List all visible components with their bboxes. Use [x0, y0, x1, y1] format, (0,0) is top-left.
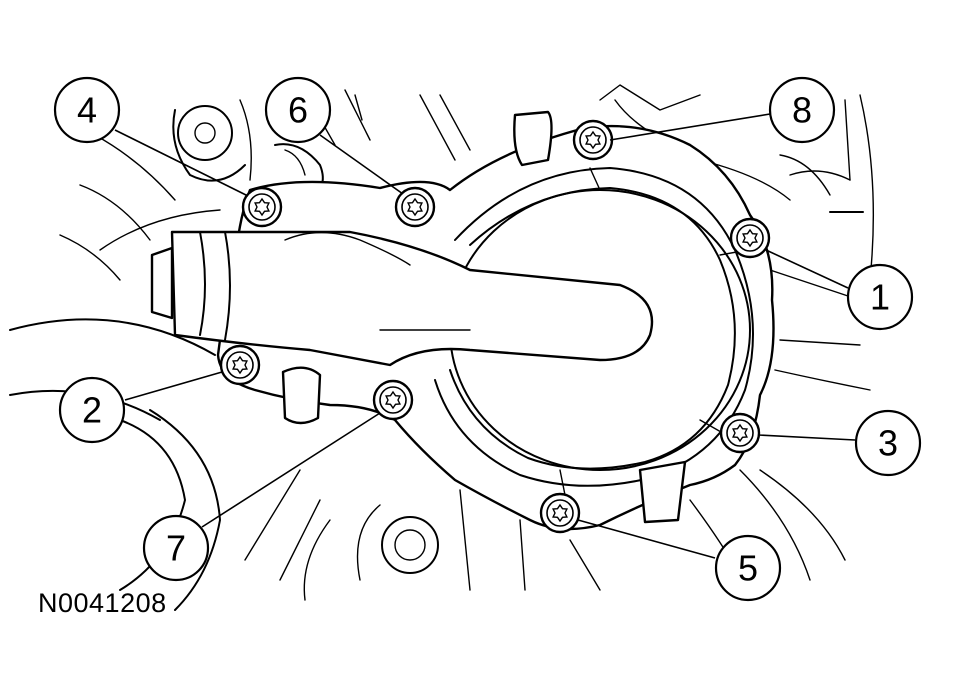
torx-recess-icon	[407, 197, 423, 217]
callout-circle	[854, 409, 922, 477]
callout-circle	[53, 76, 121, 144]
torx-recess-icon	[732, 423, 748, 443]
leader-line-8	[609, 113, 771, 141]
callout-8: 8	[768, 76, 836, 144]
bolt-6	[394, 186, 436, 228]
leader-line-2	[124, 371, 223, 401]
callout-1: 1	[846, 263, 914, 331]
callout-5: 5	[714, 534, 782, 602]
callout-circle	[714, 534, 782, 602]
leader-line-4	[114, 129, 249, 197]
bolt-group	[219, 119, 771, 534]
callout-4: 4	[53, 76, 121, 144]
bolt-5	[539, 492, 581, 534]
leader-line-1	[765, 249, 849, 289]
callout-circle	[768, 76, 836, 144]
callout-number: 1	[870, 277, 890, 318]
water-pump-housing	[150, 110, 775, 531]
callout-3: 3	[854, 409, 922, 477]
torx-recess-icon	[742, 228, 758, 248]
leader-line-6	[319, 134, 404, 195]
torx-recess-icon	[254, 197, 270, 217]
callout-number: 7	[166, 528, 186, 569]
callout-group: 1 2 3 4 5 6 7 8	[53, 76, 922, 602]
callout-2: 2	[58, 376, 126, 444]
leader-line-3	[757, 434, 856, 441]
callout-6: 6	[264, 76, 332, 144]
leader-line-5	[577, 519, 716, 559]
callout-circle	[142, 514, 210, 582]
leader-line-group	[114, 113, 856, 559]
callout-circle	[264, 76, 332, 144]
bolt-7	[372, 379, 414, 421]
leader-line-7	[201, 412, 381, 528]
bolt-4	[241, 186, 283, 228]
callout-number: 5	[738, 548, 758, 589]
bolt-3	[719, 412, 761, 454]
callout-number: 2	[82, 390, 102, 431]
callout-circle	[846, 263, 914, 331]
callout-number: 6	[288, 90, 308, 131]
torx-recess-icon	[585, 130, 601, 150]
bolt-1	[729, 217, 771, 259]
figure-id-label: N0041208	[38, 588, 167, 618]
bolt-8	[572, 119, 614, 161]
callout-number: 4	[77, 90, 97, 131]
callout-number: 8	[792, 90, 812, 131]
torx-recess-icon	[232, 355, 248, 375]
callout-number: 3	[878, 423, 898, 464]
callout-7: 7	[142, 514, 210, 582]
bolt-2	[219, 344, 261, 386]
callout-circle	[58, 376, 126, 444]
torx-recess-icon	[385, 390, 401, 410]
torx-recess-icon	[552, 503, 568, 523]
